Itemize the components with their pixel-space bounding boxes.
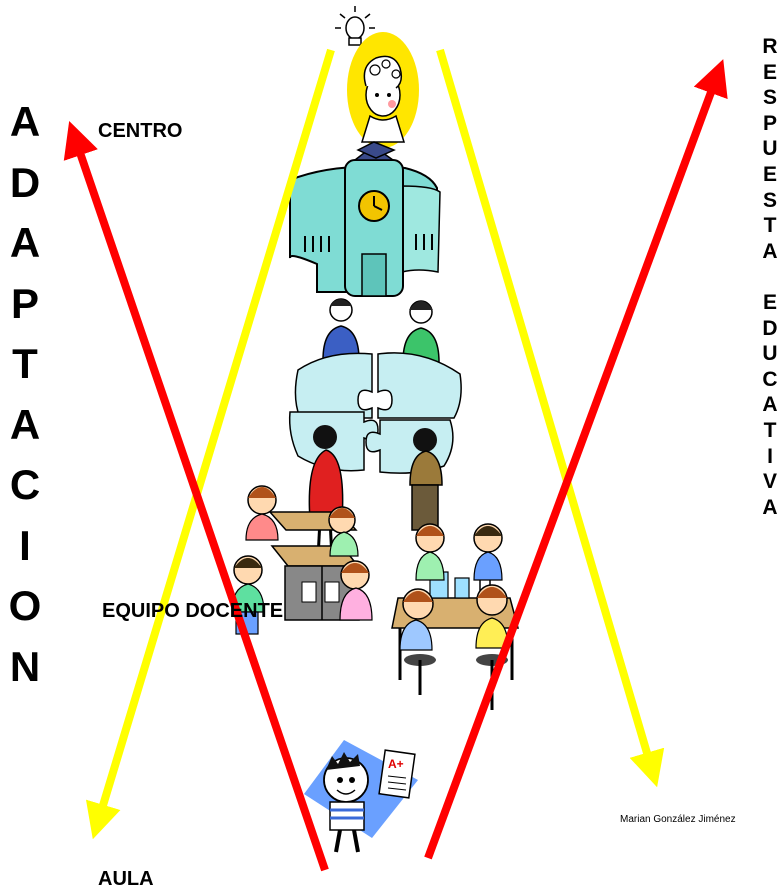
aula-label: AULA (98, 868, 154, 890)
adaptacion-letter: P (10, 279, 39, 327)
author-credit: Marian González Jiménez (620, 814, 736, 825)
adaptacion-letter: A (9, 98, 41, 145)
equipo-docente-label: EQUIPO DOCENTE (102, 600, 284, 622)
school-building-icon (289, 141, 441, 297)
right-letter: E (762, 162, 777, 186)
right-letter: U (762, 342, 778, 366)
right-letter: P (762, 111, 777, 135)
adaptacion-letter: I (19, 521, 31, 569)
children-classroom-icon (231, 485, 519, 710)
adaptacion-letter: A (9, 219, 41, 266)
respuesta-educativa-vertical-word: R E S P U E S T A E D U C A T I V A (759, 34, 781, 520)
svg-text:A+: A+ (388, 757, 404, 771)
right-letter: U (762, 137, 778, 161)
red-arrow-left (63, 120, 329, 872)
right-letter: D (762, 316, 778, 340)
centro-label: CENTRO (98, 120, 183, 142)
lightbulb-icon (335, 6, 375, 46)
right-letter: A (762, 239, 778, 263)
right-letter: R (762, 35, 778, 58)
right-letter: V (762, 470, 777, 494)
adaptacion-letter: T (12, 340, 38, 387)
right-letter: T (763, 214, 777, 238)
adaptacion-letter: N (9, 642, 41, 690)
right-letter: S (762, 86, 777, 110)
right-letter: E (762, 290, 777, 314)
adaptacion-letter: D (9, 158, 41, 206)
right-letter: I (767, 444, 773, 468)
adaptacion-letter: A (9, 400, 41, 448)
yellow-arrow-right (436, 48, 665, 788)
right-letter: T (763, 418, 777, 442)
right-letter: C (762, 367, 778, 391)
teacher-thinking-icon (347, 32, 419, 148)
right-letter: E (762, 60, 777, 84)
right-letter: S (762, 188, 777, 212)
yellow-arrow-left (85, 48, 335, 840)
student-with-paper-icon: A+ (304, 740, 418, 853)
red-arrow-right (424, 59, 728, 860)
right-letter: A (762, 495, 778, 519)
right-letter: A (762, 393, 778, 417)
adaptacion-letter: O (8, 582, 42, 629)
adaptacion-letter: C (9, 461, 41, 508)
teachers-puzzle-icon (288, 298, 462, 559)
adaptacion-vertical-word: A D A P T A C I O N (6, 92, 44, 697)
